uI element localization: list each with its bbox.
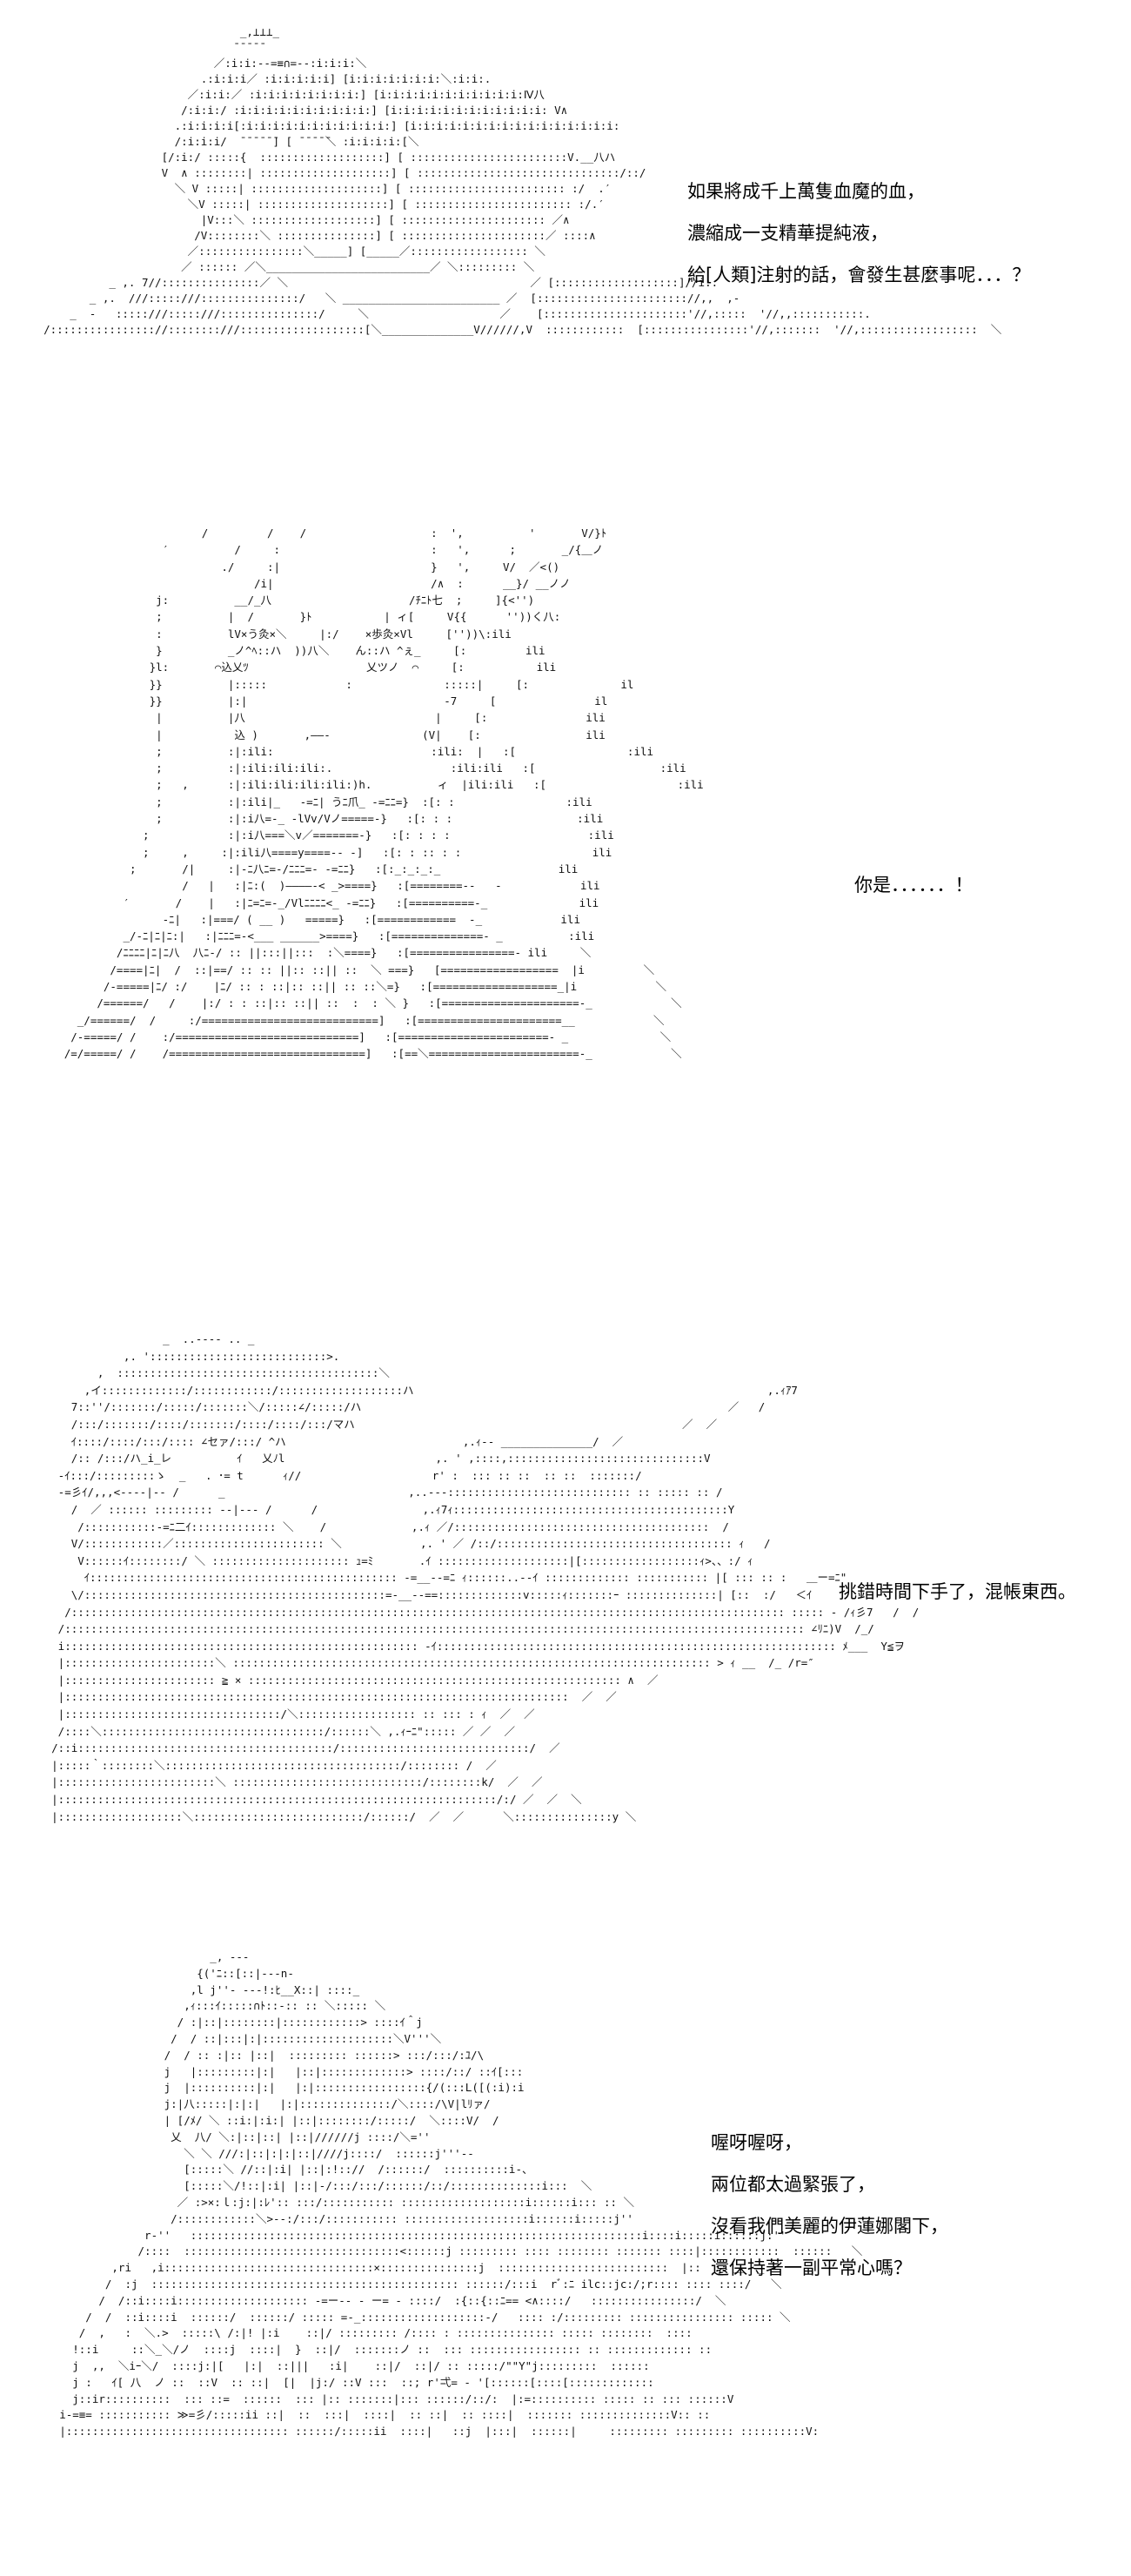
- caption-line: 濃縮成一支精華提純液，: [687, 223, 888, 244]
- caption-line: 還保持著一副平常心嗎？: [711, 2257, 912, 2278]
- caption-line: 如果將成千上萬隻血魔的血，: [687, 181, 925, 202]
- caption-line: 你是．．．．．．！: [854, 875, 974, 896]
- dialogue-caption: 喔呀喔呀， 兩位都太過緊張了， 沒看我們美麗的伊蓮娜閣下， 還保持著一副平常心嗎…: [711, 2122, 948, 2289]
- ascii-art-girl-face: / / / : ', ' V/}ﾄ ′ / : : ', ; _/{＿ノ ./ …: [64, 527, 704, 1061]
- dialogue-caption: 你是．．．．．．！: [854, 864, 974, 906]
- caption-line: 挑錯時間下手了，混帳東西。: [839, 1581, 1076, 1602]
- panel-3: _ ..-‐‐- .. _ ,. '::::::::::::::::::::::…: [0, 1318, 1131, 1936]
- caption-line: 喔呀喔呀，: [711, 2132, 802, 2153]
- panel-1: _,⊥⊥⊥_ ̄ ̄ ̄ ̄ ̄ ／:i:i:--=≡∩=--:i:i:i:＼ …: [0, 0, 1131, 505]
- caption-line: 給[人類]注射的話，會發生甚麼事呢．．．？: [687, 265, 1031, 285]
- panel-2: / / / : ', ' V/}ﾄ ′ / : : ', ; _/{＿ノ ./ …: [0, 509, 1131, 1314]
- panel-4: _, -‐- {('ﾆ::[::|---n- ,l j''- --‐!:ﾋ__X…: [0, 1941, 1131, 2576]
- narration-caption: 如果將成千上萬隻血魔的血， 濃縮成一支精華提純液， 給[人類]注射的話，會發生甚…: [687, 171, 1030, 296]
- ascii-art-hooded-figure: _,⊥⊥⊥_ ̄ ̄ ̄ ̄ ̄ ／:i:i:--=≡∩=--:i:i:i:＼ …: [44, 25, 1002, 336]
- dialogue-caption: 挑錯時間下手了，混帳東西。: [839, 1571, 1076, 1613]
- ascii-art-pointing-figure: _ ..-‐‐- .. _ ,. '::::::::::::::::::::::…: [51, 1332, 920, 1823]
- ascii-art-armored-figure: _, -‐- {('ﾆ::[::|---n- ,l j''- --‐!:ﾋ__X…: [59, 1950, 863, 2438]
- caption-line: 兩位都太過緊張了，: [711, 2174, 875, 2195]
- caption-line: 沒看我們美麗的伊蓮娜閣下，: [711, 2216, 948, 2237]
